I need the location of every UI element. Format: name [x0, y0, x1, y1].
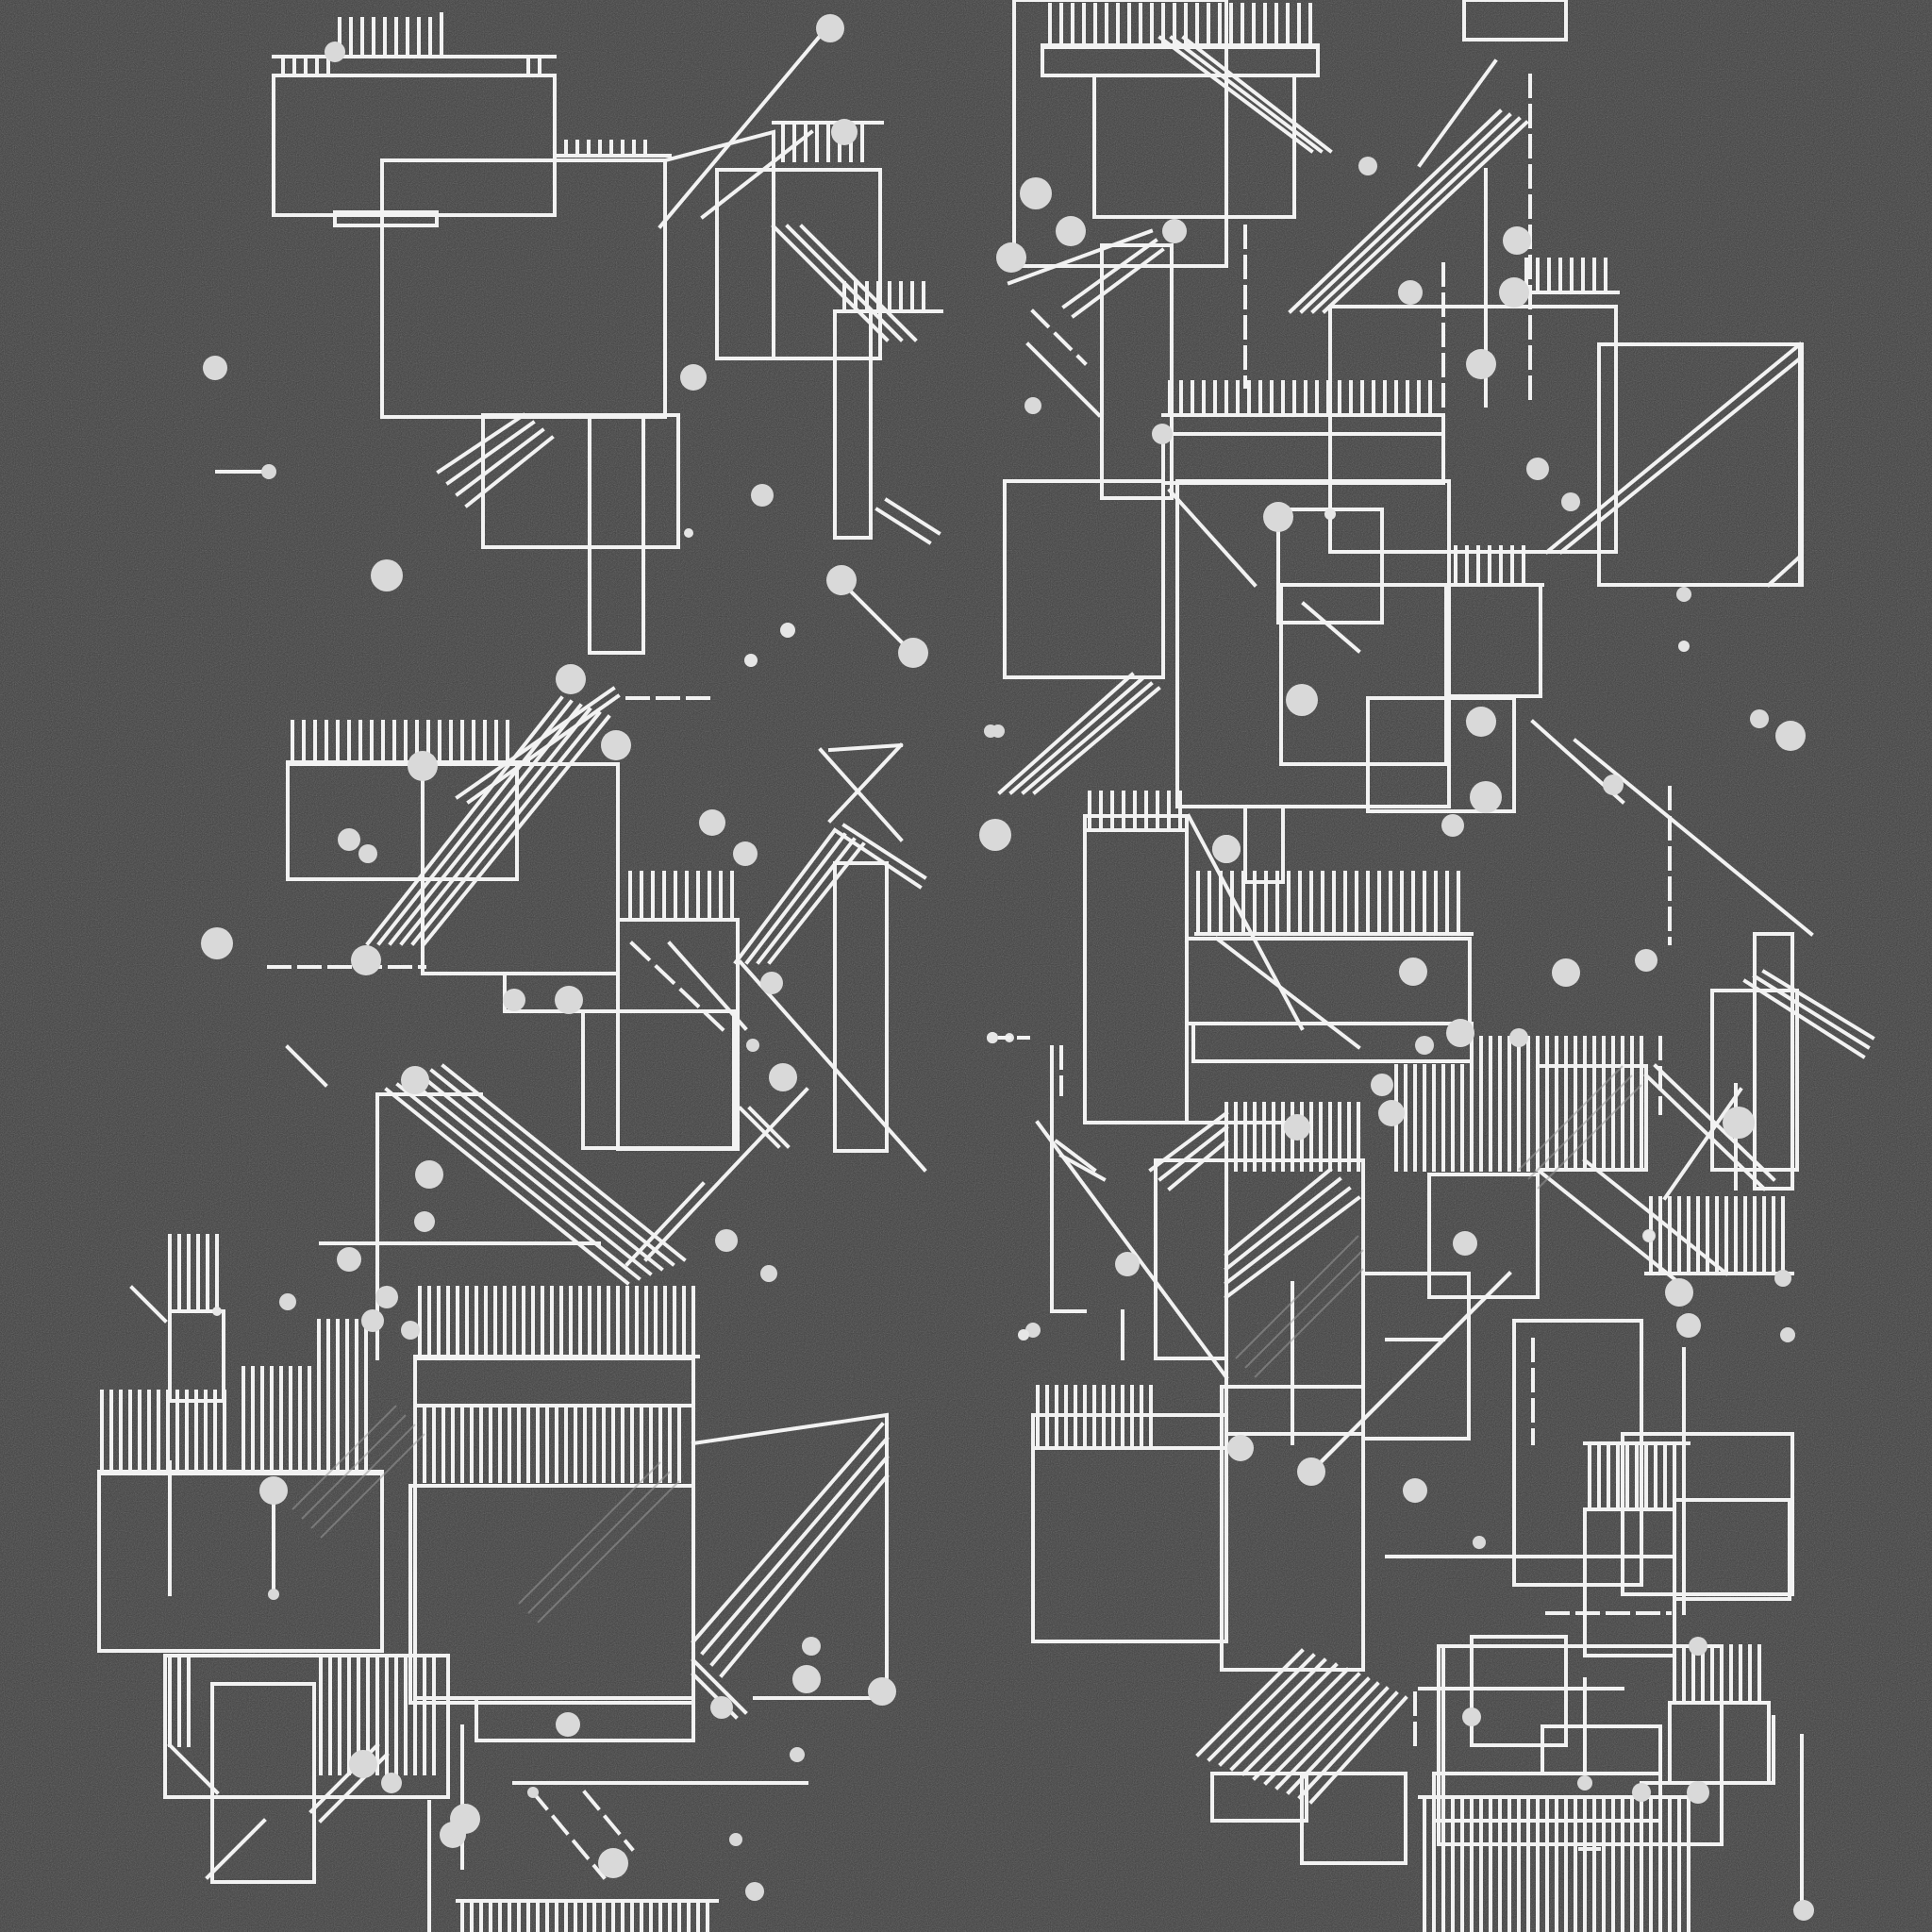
diagonal-band-mid-left	[365, 686, 927, 1149]
diagonal-band-lower-right	[1035, 969, 1875, 1805]
diagonal-hatch-upper-left	[436, 224, 941, 545]
upper-right-cluster	[979, 0, 1814, 945]
comb-upper-left-mid	[555, 121, 884, 162]
comb-upper-right-mid	[1161, 380, 1445, 417]
comb-lower-right-a	[1083, 791, 1474, 936]
upper-left-cluster	[203, 12, 943, 668]
diagonal-band-lower-left	[205, 1063, 890, 1880]
shading-lower-left	[291, 1405, 680, 1624]
lower-right-cluster	[998, 791, 1875, 1932]
comb-top-upper-left	[272, 12, 557, 77]
middle-left-cluster	[201, 664, 1014, 1267]
shading-lower-right	[1235, 1065, 1642, 1378]
comb-upper-right-side	[1446, 258, 1620, 587]
comb-lower-left-a	[97, 1234, 384, 1474]
comb-lower-left-b	[413, 1286, 700, 1483]
diagonal-band-upper-right	[997, 35, 1529, 795]
comb-lower-right-bottom	[1418, 1795, 1700, 1932]
lower-left-cluster	[97, 1032, 998, 1932]
comb-lower-right-c	[1583, 1196, 1794, 1705]
